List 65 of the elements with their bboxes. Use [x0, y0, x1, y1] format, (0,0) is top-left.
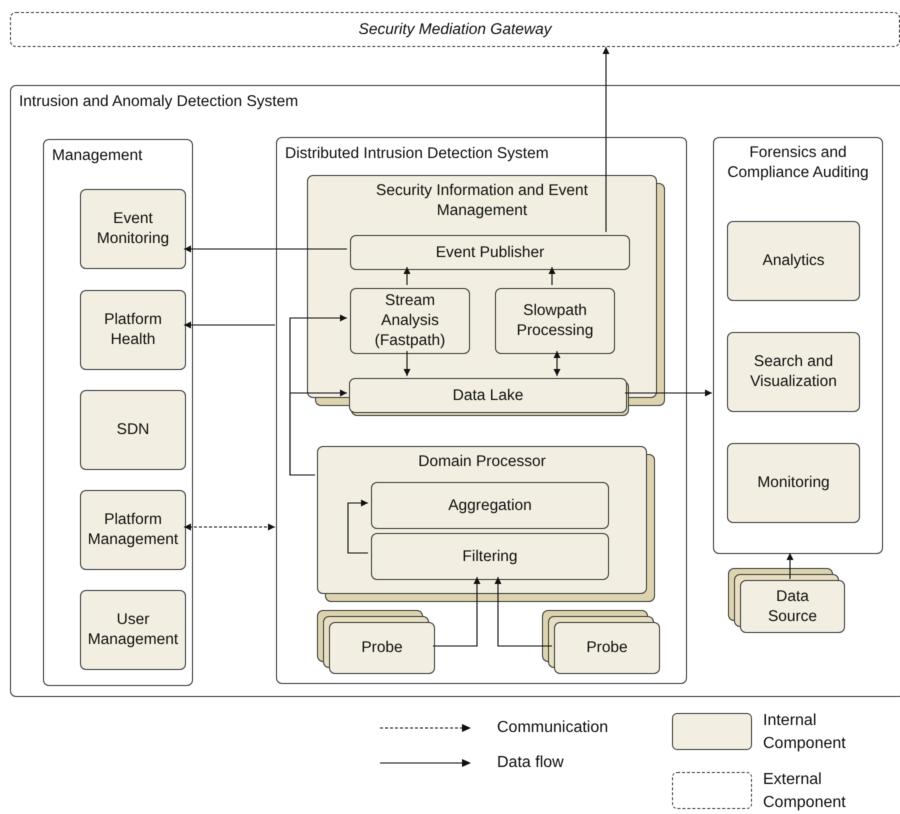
component-box	[350, 288, 470, 354]
arrow	[184, 322, 275, 328]
container-title: Forensics and Compliance Auditing	[726, 143, 870, 184]
component-box	[350, 235, 630, 270]
container-title: Intrusion and Anomaly Detection System	[19, 92, 298, 112]
arrow	[602, 47, 610, 232]
container-title: Management	[52, 146, 142, 166]
arrow	[347, 500, 368, 554]
arrow	[494, 577, 552, 647]
system-container	[43, 139, 193, 686]
component-label: Monitoring	[756, 472, 831, 493]
legend-label: External Component	[763, 770, 847, 814]
legend-label: Internal Component	[763, 711, 847, 754]
component-label: Security Information and Event Management	[375, 181, 589, 222]
container-title: Distributed Intrusion Detection System	[285, 144, 549, 164]
system-container	[10, 85, 900, 697]
component-label: User Management	[86, 610, 180, 650]
component-label: Domain Processor	[417, 452, 547, 472]
component-label: Platform Management	[86, 510, 180, 550]
container-title: Security Mediation Gateway	[358, 19, 553, 40]
arrow	[786, 553, 794, 579]
component-box	[727, 221, 860, 301]
system-container	[276, 137, 687, 684]
component-label: Data Lake	[452, 385, 524, 406]
component-box	[727, 332, 860, 412]
component-label: Platform Health	[103, 310, 163, 350]
component-box	[495, 288, 615, 354]
component-box	[727, 443, 860, 523]
arrow	[433, 577, 480, 647]
component-box	[329, 622, 435, 674]
component-box	[554, 622, 660, 674]
component-label: Stream Analysis (Fastpath)	[374, 290, 446, 352]
legend-label: Communication	[497, 718, 608, 738]
component-box	[80, 290, 186, 370]
arrow	[289, 390, 347, 476]
component-label: Probe	[360, 638, 404, 658]
component-label: Filtering	[461, 546, 519, 566]
component-box	[371, 482, 609, 529]
component-label: Event Monitoring	[96, 208, 170, 249]
component-label: Event Publisher	[434, 242, 546, 262]
external-component-box	[10, 12, 900, 47]
component-label: Probe	[585, 638, 629, 658]
component-label: SDN	[116, 420, 150, 440]
component-label: Slowpath Processing	[516, 300, 594, 341]
component-box	[80, 390, 186, 470]
arrow	[548, 267, 556, 285]
arrow	[404, 267, 410, 285]
component-box	[740, 580, 845, 633]
component-box	[371, 533, 609, 580]
arrow	[625, 390, 712, 396]
component-label: Aggregation	[447, 495, 533, 516]
arrow	[404, 351, 410, 376]
component-box	[317, 446, 647, 594]
arrow	[554, 351, 560, 376]
legend-label: Data flow	[497, 753, 564, 773]
component-box	[80, 490, 186, 570]
arrow	[184, 246, 347, 252]
component-box	[349, 378, 627, 413]
system-container	[713, 137, 883, 554]
dashed-arrow	[184, 524, 275, 530]
component-label: Data Source	[766, 586, 818, 626]
component-box	[80, 590, 186, 670]
component-label: Analytics	[761, 250, 826, 271]
component-label: Search and Visualization	[749, 352, 838, 392]
component-box	[80, 189, 186, 269]
